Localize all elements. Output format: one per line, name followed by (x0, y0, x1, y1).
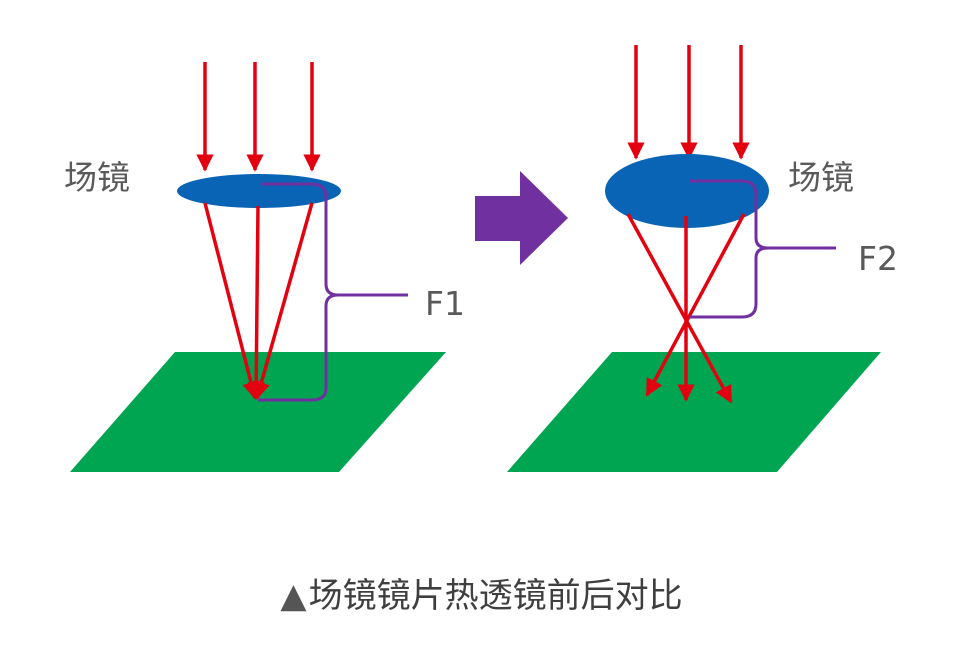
right-workpiece-plane (507, 352, 881, 472)
left-focused-beam-1 (203, 202, 260, 400)
left-focal-label: F1 (425, 284, 465, 323)
left-focal-bracket (258, 182, 408, 402)
caption-triangle-icon: ▲ (280, 576, 307, 616)
right-field-lens (605, 154, 769, 228)
right-focused-beam-3 (645, 213, 746, 397)
right-panel: 场镜 F2 (507, 45, 898, 472)
right-lens-label: 场镜 (788, 158, 854, 197)
left-focused-beam-2 (247, 205, 265, 400)
left-panel: 场镜 F1 (64, 62, 465, 472)
transition-arrow (475, 171, 568, 265)
caption-text: 场镜镜片热透镜前后对比 (308, 576, 683, 616)
left-workpiece-plane (70, 352, 446, 472)
left-field-lens (177, 174, 341, 208)
left-focused-beam-3 (252, 202, 314, 400)
right-focal-label: F2 (858, 239, 898, 278)
right-focused-beam-1 (626, 213, 733, 404)
figure-caption: ▲场镜镜片热透镜前后对比 (0, 568, 963, 617)
left-lens-label: 场镜 (64, 158, 130, 197)
right-focal-bracket (690, 179, 836, 319)
